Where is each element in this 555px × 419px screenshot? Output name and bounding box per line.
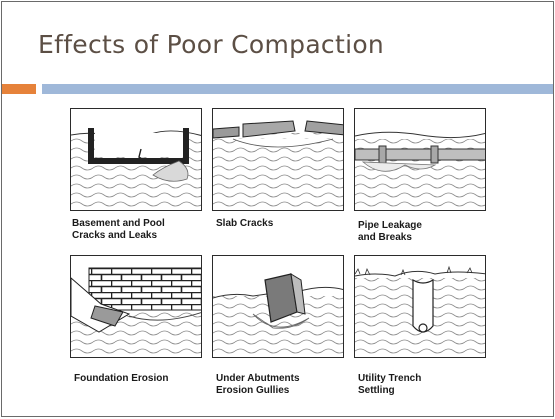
utility-trench-icon	[355, 265, 485, 357]
abutment-gully-icon	[213, 273, 343, 357]
panel-basement-pool	[70, 108, 202, 211]
caption-line: Foundation Erosion	[74, 373, 169, 384]
pipe-leak-icon	[355, 131, 485, 210]
caption-line: Settling	[358, 385, 395, 396]
caption-line: and Breaks	[358, 232, 412, 243]
panel-slab-cracks	[212, 108, 344, 211]
slide-title: Effects of Poor Compaction	[38, 30, 385, 59]
caption-line: Under Abutments	[216, 373, 300, 384]
caption-line: Erosion Gullies	[216, 385, 290, 396]
caption-line: Basement and Pool	[72, 218, 165, 229]
caption-basement-pool: Basement and Pool Cracks and Leaks	[72, 218, 212, 242]
caption-line: Utility Trench	[358, 373, 422, 384]
basement-pool-crack-icon	[71, 128, 201, 210]
caption-pipe-leakage: Pipe Leakage and Breaks	[358, 220, 498, 244]
panel-foundation-erosion	[70, 255, 202, 358]
caption-foundation-erosion: Foundation Erosion	[74, 373, 214, 385]
panel-pipe-leakage	[354, 108, 486, 211]
slab-crack-icon	[213, 120, 343, 210]
caption-line: Slab Cracks	[216, 218, 274, 229]
panel-under-abutments	[212, 255, 344, 358]
caption-line: Pipe Leakage	[358, 220, 422, 231]
caption-under-abutments: Under Abutments Erosion Gullies	[216, 373, 356, 397]
panel-utility-trench	[354, 255, 486, 358]
foundation-erosion-icon	[71, 267, 201, 357]
caption-line: Cracks and Leaks	[72, 230, 158, 241]
accent-bar-orange	[2, 84, 36, 94]
compaction-illustration: Basement and Pool Cracks and Leaks Slab …	[66, 104, 490, 400]
accent-bar-blue	[42, 84, 553, 94]
caption-slab-cracks: Slab Cracks	[216, 218, 356, 230]
caption-utility-trench: Utility Trench Settling	[358, 373, 498, 397]
